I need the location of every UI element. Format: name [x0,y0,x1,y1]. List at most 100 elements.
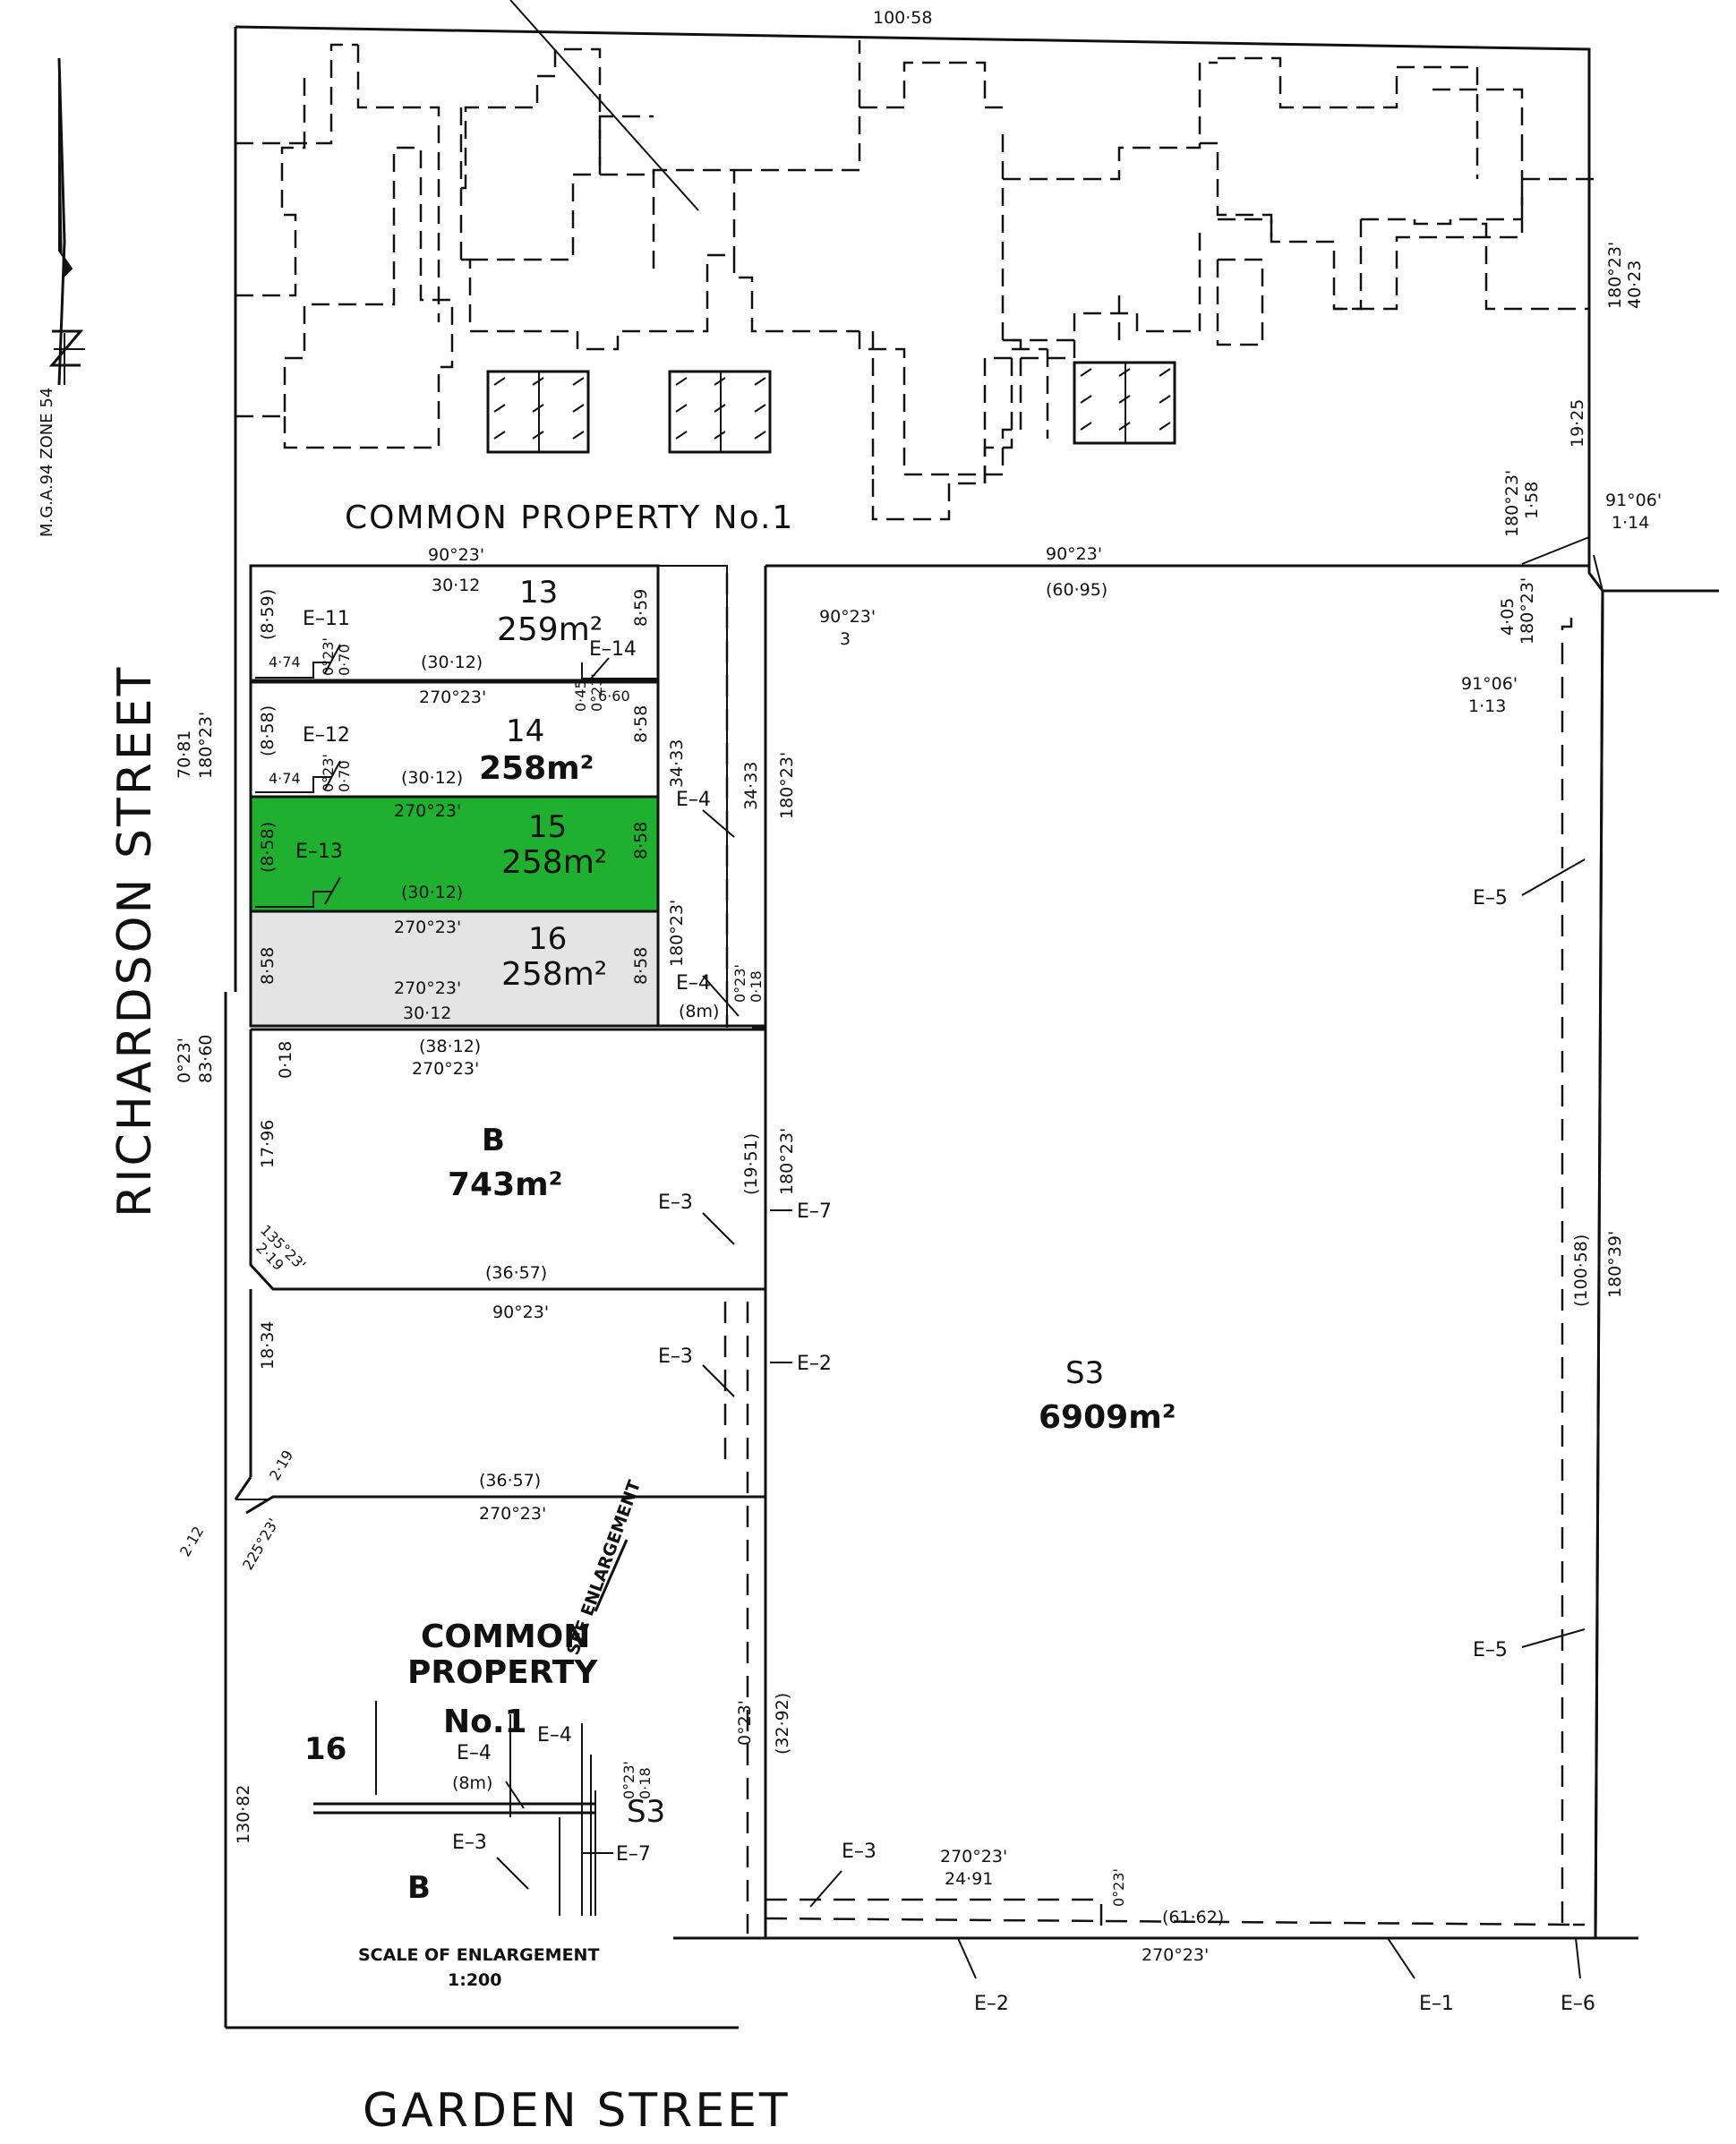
lot-s3[interactable] [764,564,1604,1940]
enlargement-lot-b: B [407,1870,431,1906]
svg-text:E–3: E–3 [658,1192,693,1214]
svg-text:270°23': 270°23' [1142,1945,1209,1965]
garage-blocks [486,361,1176,454]
lot-16-number: 16 [528,921,567,957]
mid-parcel [234,1289,765,1515]
lot-s3-number: S3 [1065,1355,1104,1391]
svg-text:270°23': 270°23' [412,1059,479,1079]
svg-text:225°23': 225°23' [239,1516,282,1573]
svg-text:180°23': 180°23' [777,752,797,819]
svg-text:0·18: 0·18 [276,1041,295,1079]
svg-text:E–1: E–1 [1419,1993,1454,2015]
svg-text:(8m): (8m) [452,1773,492,1793]
svg-text:90°23': 90°23' [1046,544,1102,564]
svg-text:70·81: 70·81 [175,730,194,779]
svg-text:30·12: 30·12 [403,1004,451,1023]
scale-label-line2: 1:200 [448,1970,501,1990]
svg-text:100·58: 100·58 [873,8,932,28]
svg-text:24·91: 24·91 [945,1869,993,1889]
svg-text:180°39': 180°39' [1605,1231,1625,1298]
svg-text:0°23': 0°23' [735,1700,755,1746]
svg-text:E–4: E–4 [676,972,711,995]
enlargement-cp-line1: COMMON [421,1619,590,1655]
lot-b[interactable] [249,1028,767,1291]
svg-text:E–3: E–3 [658,1345,693,1368]
svg-text:270°23': 270°23' [394,978,461,998]
svg-text:2·12: 2·12 [176,1524,207,1559]
svg-text:(32·92): (32·92) [773,1693,792,1755]
lot-16-area: 258m² [501,956,607,993]
enlargement-lot-s3: S3 [627,1794,665,1830]
svg-text:180°23': 180°23' [1518,577,1537,645]
svg-text:E–3: E–3 [452,1832,487,1854]
svg-text:0·70: 0·70 [336,644,353,676]
enlargement-lot-16: 16 [304,1731,346,1767]
svg-text:E–14: E–14 [589,638,637,661]
dimension-labels: 100·58 90°23' 30·12 (30·12) 8·59 (8·59) … [175,8,1662,1965]
svg-text:180°23': 180°23' [1605,242,1625,309]
lot-b-area: 743m² [448,1166,562,1203]
lot-15-area: 258m² [501,844,607,881]
svg-text:(30·12): (30·12) [401,883,463,902]
svg-text:(8·59): (8·59) [258,589,278,640]
svg-text:270°23': 270°23' [419,688,486,707]
lot-13[interactable] [249,564,660,682]
lot-13-number: 13 [519,575,558,611]
svg-text:8·58: 8·58 [631,705,651,743]
svg-text:E–2: E–2 [797,1353,832,1375]
enlargement-detail [313,1701,596,1916]
svg-text:(36·57): (36·57) [485,1263,547,1283]
svg-text:4·74: 4·74 [269,770,301,787]
easement-leaders [324,536,1603,1979]
svg-text:34·33: 34·33 [667,739,687,788]
svg-text:0°23': 0°23' [620,1761,637,1799]
svg-text:270°23': 270°23' [394,918,461,937]
svg-text:0°23': 0°23' [731,964,748,1003]
enlargement-cp-line3: No.1 [443,1704,527,1740]
svg-text:30·12: 30·12 [432,576,480,595]
svg-text:180°23': 180°23' [1502,470,1522,537]
svg-text:E–12: E–12 [303,724,350,747]
lot-b-number: B [482,1123,505,1158]
north-arrow-icon: M.G.A.94 ZONE 54 [38,57,85,537]
svg-text:8·58: 8·58 [631,947,651,985]
svg-text:E–5: E–5 [1473,887,1508,910]
svg-text:E–4: E–4 [457,1742,492,1764]
svg-text:6·60: 6·60 [598,688,630,705]
svg-text:130·82: 130·82 [234,1785,253,1844]
svg-text:1·14: 1·14 [1612,513,1649,533]
svg-text:270°23': 270°23' [479,1504,546,1524]
svg-text:E–5: E–5 [1473,1639,1508,1661]
svg-text:83·60: 83·60 [196,1035,216,1083]
lot-14-area: 258m² [479,750,594,787]
svg-text:90°23': 90°23' [819,607,876,627]
svg-text:34·33: 34·33 [741,762,761,810]
scale-label-line1: SCALE OF ENLARGEMENT [358,1945,599,1965]
svg-text:180°23': 180°23' [196,712,216,779]
svg-text:270°23': 270°23' [940,1847,1007,1866]
svg-text:(38·12): (38·12) [419,1037,481,1056]
svg-text:40·23: 40·23 [1625,261,1645,309]
svg-text:270°23': 270°23' [394,801,461,821]
svg-text:E–11: E–11 [303,608,350,630]
svg-text:(30·12): (30·12) [421,653,483,672]
svg-text:E–3: E–3 [842,1841,877,1863]
svg-text:4·74: 4·74 [269,653,301,671]
lot-14-number: 14 [506,713,544,749]
svg-text:1·58: 1·58 [1522,482,1542,519]
svg-text:0·18: 0·18 [637,1767,654,1799]
svg-text:180°23': 180°23' [667,900,687,967]
svg-text:0°23': 0°23' [320,754,337,792]
lot-16[interactable] [249,910,660,1028]
svg-text:0°23': 0°23' [175,1038,194,1083]
svg-text:(61·62): (61·62) [1162,1908,1224,1927]
svg-text:91°06': 91°06' [1461,674,1518,694]
svg-text:(8m): (8m) [679,1002,719,1021]
svg-text:E–7: E–7 [616,1843,651,1866]
svg-text:180°23': 180°23' [777,1128,797,1195]
north-arrow-label: M.G.A.94 ZONE 54 [38,388,56,537]
see-enlargement-label: SEE ENLARGEMENT [563,1478,645,1658]
svg-text:E–13: E–13 [295,841,343,863]
enlargement-cp-line2: PROPERTY [407,1654,598,1691]
